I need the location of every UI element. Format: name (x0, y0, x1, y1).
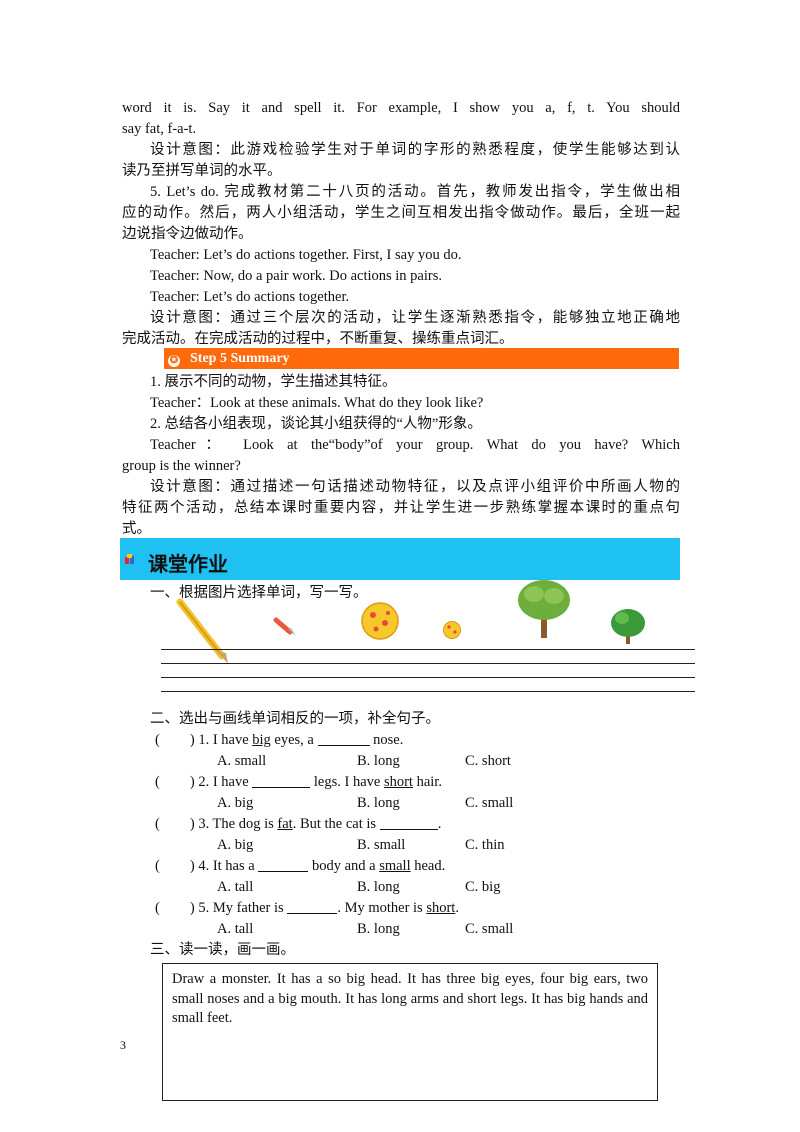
answer-paren: () (155, 816, 195, 832)
answer-paren: () (155, 732, 195, 748)
star-icon: ✪ (168, 355, 180, 367)
homework-banner (120, 538, 680, 580)
underlined-word: small (379, 858, 411, 874)
underlined-word: short (383, 774, 413, 790)
big-tree-icon (518, 580, 570, 638)
option[interactable]: C. small (465, 921, 514, 937)
ball-icon (443, 621, 461, 639)
text-line: 设计意图：此游戏检验学生对于单词的字形的熟悉程度，使学生能够达到认 (150, 142, 680, 158)
text-line: 2. 总结各小组表现，谈论其小组获得的“人物”形象。 (150, 416, 482, 432)
underlined-word: fat (277, 816, 293, 832)
option[interactable]: A. tall (217, 921, 254, 937)
text-line: 5. Let’s do. 完成教材第二十八页的活动。首先，教师发出指令，学生做出… (150, 184, 680, 200)
text-line: Teacher：Look at these animals. What do t… (150, 395, 484, 411)
answer-paren: () (155, 858, 195, 874)
text-line: 边说指令边做动作。 (122, 226, 253, 242)
option[interactable]: C. thin (465, 837, 505, 853)
text-line: word it is. Say it and spell it. For exa… (122, 100, 680, 116)
option[interactable]: A. tall (217, 879, 254, 895)
question-5: () 5. My father is . My mother is short. (155, 899, 459, 916)
answer-paren: () (155, 900, 195, 916)
step5-title: Step 5 Summary (190, 351, 290, 366)
text-line: 特征两个活动，总结本课时重要内容，并让学生进一步熟练掌握本课时的重点句 (122, 500, 680, 516)
small-tree-icon (611, 609, 645, 644)
bookmark-icon (125, 554, 134, 564)
underlined-word: big (252, 732, 271, 748)
pencil-icon (273, 617, 296, 636)
answer-paren: () (155, 774, 195, 790)
writing-line (161, 663, 695, 664)
option[interactable]: B. long (357, 795, 400, 811)
fill-blank[interactable] (317, 731, 370, 746)
step5-banner: ✪ Step 5 Summary (164, 348, 679, 369)
question-1: () 1. I have big eyes, a nose. (155, 731, 404, 748)
ball-icon (361, 602, 399, 640)
fill-blank[interactable] (252, 773, 311, 788)
option[interactable]: C. small (465, 795, 514, 811)
writing-line (161, 691, 695, 692)
text-line: 设计意图：通过三个层次的活动，让学生逐渐熟悉指令，能够独立地正确地 (150, 310, 680, 326)
option[interactable]: A. big (217, 795, 254, 811)
pencil-icon (176, 598, 228, 664)
text-line: Teacher: Now, do a pair work. Do actions… (150, 268, 442, 284)
text-line: Teacher： Look at the“body”of your group.… (150, 437, 680, 453)
page-number: 3 (120, 1038, 126, 1052)
text-line: 读乃至拼写单词的水平。 (122, 163, 282, 179)
underlined-word: short (426, 900, 456, 916)
option[interactable]: B. small (357, 837, 406, 853)
option[interactable]: A. small (217, 753, 267, 769)
text-line: 完成活动。在完成活动的过程中，不断重复、操练重点词汇。 (122, 331, 514, 347)
text-line: say fat, f-a-t. (122, 121, 197, 137)
option[interactable]: A. big (217, 837, 254, 853)
option[interactable]: C. short (465, 753, 511, 769)
text-line: 设计意图：通过描述一句话描述动物特征，以及点评小组评价中所画人物的 (150, 479, 680, 495)
text-line: 1. 展示不同的动物，学生描述其特征。 (150, 374, 397, 390)
option[interactable]: B. long (357, 753, 400, 769)
section1-title: 一、根据图片选择单词，写一写。 (150, 585, 368, 601)
text-line: 式。 (122, 521, 151, 537)
drawing-box[interactable]: Draw a monster. It has a so big head. It… (162, 963, 658, 1101)
text-line: Teacher: Let’s do actions together. (150, 289, 350, 305)
text-line: group is the winner? (122, 458, 241, 474)
homework-title: 课堂作业 (148, 552, 228, 576)
section2-title: 二、选出与画线单词相反的一项，补全句子。 (150, 711, 440, 727)
option[interactable]: C. big (465, 879, 501, 895)
option[interactable]: B. long (357, 921, 400, 937)
writing-line (161, 677, 695, 678)
fill-blank[interactable] (258, 857, 309, 872)
fill-blank[interactable] (379, 815, 438, 830)
text-line: 应的动作。然后，两人小组活动，学生之间互相发出指令做动作。最后，全班一起 (122, 205, 680, 221)
option[interactable]: B. long (357, 879, 400, 895)
section3-title: 三、读一读，画一画。 (150, 942, 295, 958)
fill-blank[interactable] (287, 899, 338, 914)
question-2: () 2. I have legs. I have short hair. (155, 773, 442, 790)
draw-instructions: Draw a monster. It has a so big head. It… (172, 971, 648, 1026)
text-line: Teacher: Let’s do actions together. Firs… (150, 247, 462, 263)
writing-line (161, 649, 695, 650)
question-4: () 4. It has a body and a small head. (155, 857, 446, 874)
question-3: () 3. The dog is fat. But the cat is . (155, 815, 442, 832)
